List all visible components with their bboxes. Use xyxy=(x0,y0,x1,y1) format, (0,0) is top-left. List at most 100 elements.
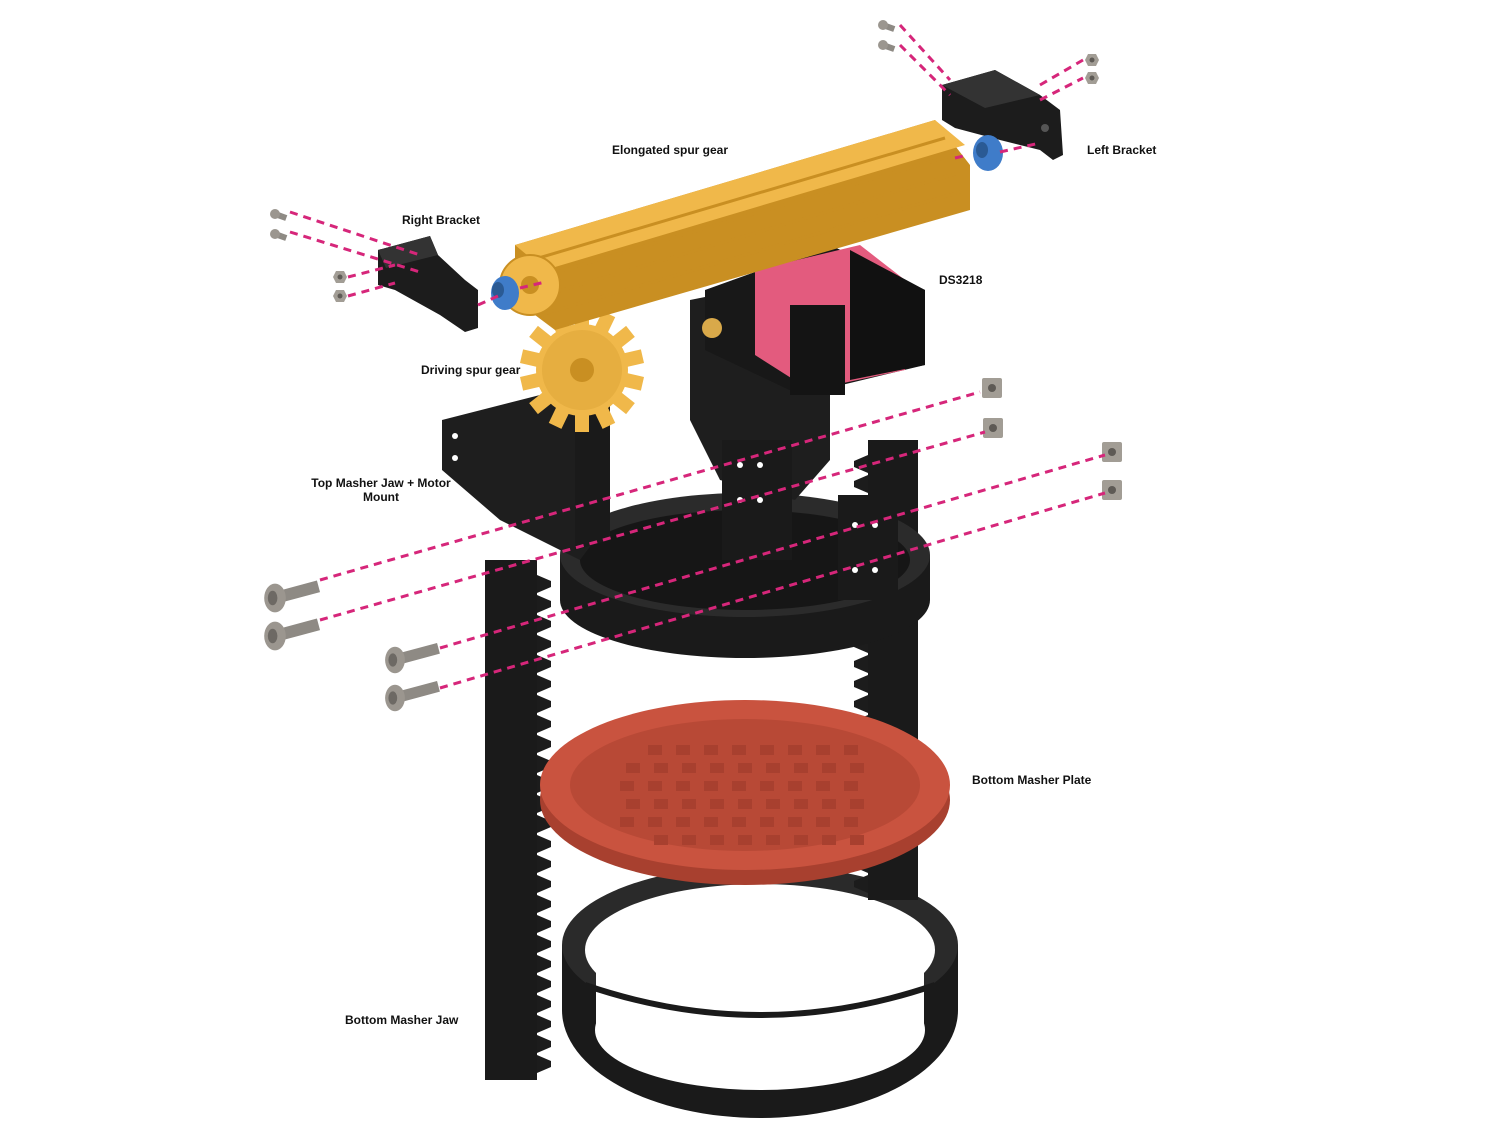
plate-hole xyxy=(676,781,690,791)
explode-line xyxy=(898,23,952,82)
rack-tooth xyxy=(537,575,551,593)
small-screw-head xyxy=(270,209,280,219)
plate-hole xyxy=(626,799,640,809)
rack-tooth xyxy=(537,955,551,973)
label-elongated-spur-gear: Elongated spur gear xyxy=(612,143,729,157)
rack-tooth xyxy=(854,475,868,493)
bearing-right xyxy=(491,276,519,310)
plate-hole xyxy=(850,835,864,845)
plate-hole xyxy=(738,799,752,809)
rack-tooth xyxy=(537,935,551,953)
bottom-masher-plate xyxy=(540,700,950,885)
explode-line xyxy=(289,210,421,257)
plate-hole xyxy=(766,763,780,773)
label-top-masher-jaw: Top Masher Jaw + Motor Mount xyxy=(306,476,456,504)
plate-hole xyxy=(844,745,858,755)
label-bottom-masher-plate: Bottom Masher Plate xyxy=(972,773,1092,787)
plate-hole xyxy=(676,745,690,755)
plate-hole xyxy=(704,745,718,755)
explode-line xyxy=(519,280,546,290)
label-bottom-masher-jaw: Bottom Masher Jaw xyxy=(345,1013,459,1027)
rack-tooth xyxy=(537,1015,551,1033)
plate-hole xyxy=(732,817,746,827)
nut xyxy=(1102,480,1122,500)
left-bracket xyxy=(942,70,1063,160)
nut xyxy=(982,378,1002,398)
plate-hole xyxy=(710,763,724,773)
plate-hole xyxy=(620,817,634,827)
rack-tooth xyxy=(537,635,551,653)
screw xyxy=(264,580,321,613)
plate-hole xyxy=(816,781,830,791)
plate-hole xyxy=(766,799,780,809)
bottom-masher-jaw xyxy=(562,865,958,1118)
nut-hole xyxy=(989,424,997,432)
explode-line xyxy=(439,491,1106,690)
explode-line xyxy=(999,141,1041,154)
label-top-masher-jaw-line1: Top Masher Jaw + Motor xyxy=(311,476,451,490)
plate-hole xyxy=(822,835,836,845)
small-nut-hole xyxy=(337,274,343,280)
bottom-rack xyxy=(485,560,551,1080)
bearing-left xyxy=(973,135,1003,171)
plate-hole xyxy=(738,835,752,845)
screw xyxy=(385,681,440,712)
rack-tooth xyxy=(537,915,551,933)
plate-hole xyxy=(704,781,718,791)
plate-hole xyxy=(822,763,836,773)
rack-tooth xyxy=(537,1055,551,1073)
small-screw-head xyxy=(270,229,280,239)
plate-hole xyxy=(766,835,780,845)
nut-hole xyxy=(1108,486,1116,494)
plate-hole xyxy=(682,799,696,809)
small-screw xyxy=(878,20,896,32)
nut-hole xyxy=(1108,448,1116,456)
plate-hole xyxy=(648,745,662,755)
small-nut xyxy=(333,271,347,283)
explode-lines xyxy=(289,23,1106,690)
label-right-bracket: Right Bracket xyxy=(402,213,481,227)
driving-spur-gear xyxy=(519,308,645,432)
plate-hole xyxy=(816,817,830,827)
explode-line xyxy=(319,390,981,582)
rack-tooth xyxy=(537,675,551,693)
gear-tooth xyxy=(575,412,589,432)
explode-line xyxy=(477,294,499,307)
plate-hole xyxy=(760,817,774,827)
rack-tooth xyxy=(537,875,551,893)
rack-tooth xyxy=(537,895,551,913)
screw-socket xyxy=(267,628,278,644)
plate-hole xyxy=(732,781,746,791)
plate-hole xyxy=(788,781,802,791)
plate-hole xyxy=(816,745,830,755)
rack-tooth xyxy=(854,695,868,713)
plate-hole xyxy=(626,763,640,773)
plate-hole xyxy=(654,799,668,809)
plate-hole xyxy=(822,799,836,809)
rack-tooth xyxy=(854,675,868,693)
nut xyxy=(983,418,1003,438)
hardware xyxy=(264,20,1122,712)
plate-hole xyxy=(704,817,718,827)
small-nut xyxy=(1085,54,1099,66)
explode-line xyxy=(319,430,986,622)
rack-tooth xyxy=(537,595,551,613)
gear-hub xyxy=(570,358,594,382)
rack-tooth xyxy=(854,455,868,473)
plate-hole xyxy=(738,763,752,773)
plate-hole xyxy=(844,781,858,791)
screw-socket xyxy=(388,691,398,705)
plate-hole xyxy=(794,799,808,809)
rack-tooth xyxy=(854,875,868,893)
plate-hole xyxy=(760,745,774,755)
rack-tooth xyxy=(537,735,551,753)
plate-hole xyxy=(676,817,690,827)
plate-hole xyxy=(682,835,696,845)
plate-hole xyxy=(620,781,634,791)
plate-hole xyxy=(850,799,864,809)
small-nut-hole xyxy=(1089,75,1095,81)
right-bracket xyxy=(378,236,478,332)
nut xyxy=(1102,442,1122,462)
screw xyxy=(264,618,321,651)
